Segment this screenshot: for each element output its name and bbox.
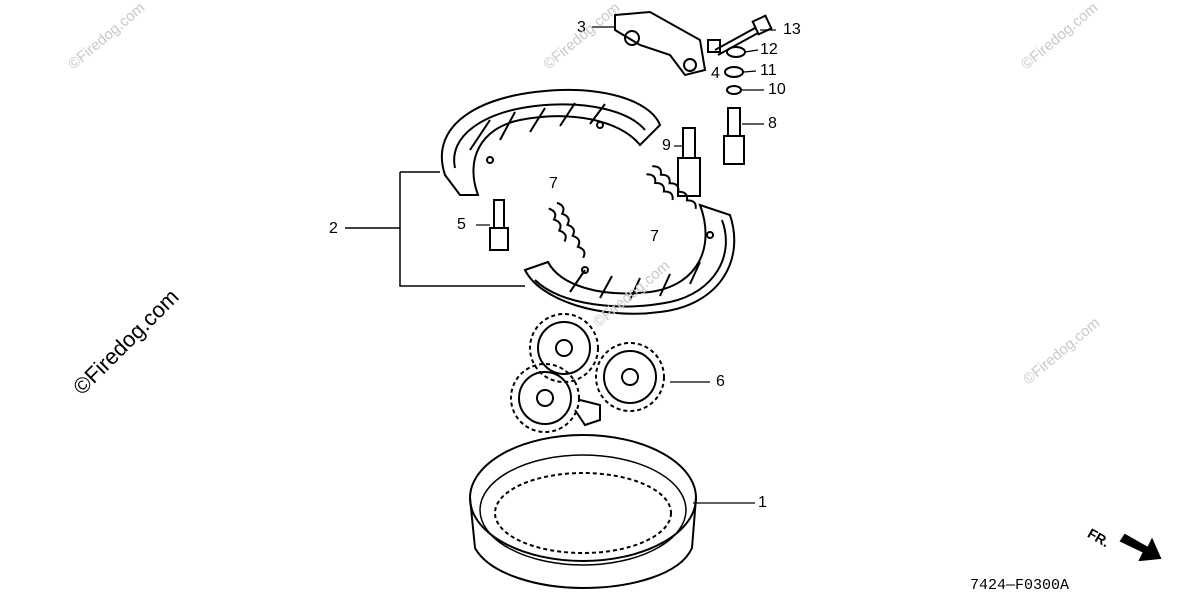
washer-12 bbox=[726, 46, 746, 58]
planetary-gear-set bbox=[510, 313, 665, 433]
callout-11: 11 bbox=[760, 62, 777, 79]
callout-8: 8 bbox=[768, 115, 777, 132]
callout-3: 3 bbox=[577, 19, 586, 36]
brake-lever bbox=[614, 10, 707, 77]
callout-5: 5 bbox=[457, 216, 466, 233]
pin-8 bbox=[723, 107, 745, 165]
callout-7b: 7 bbox=[650, 228, 659, 245]
callout-1: 1 bbox=[758, 494, 767, 511]
bolt-13 bbox=[714, 14, 773, 56]
spring-right bbox=[646, 165, 697, 209]
spring-left bbox=[548, 201, 586, 259]
stud-5 bbox=[489, 199, 509, 251]
callout-7a: 7 bbox=[549, 175, 558, 192]
callout-9: 9 bbox=[662, 137, 671, 154]
callout-10: 10 bbox=[768, 81, 786, 98]
nut-11 bbox=[724, 66, 744, 78]
callout-12: 12 bbox=[760, 41, 778, 58]
callout-4: 4 bbox=[711, 65, 720, 82]
diagram-code: 7424—F0300A bbox=[970, 577, 1070, 594]
callout-6: 6 bbox=[716, 373, 725, 390]
brake-shoe-upper bbox=[440, 88, 662, 196]
pin-9 bbox=[677, 127, 701, 197]
ring-gear bbox=[469, 434, 697, 590]
callout-2: 2 bbox=[329, 220, 338, 237]
callout-13: 13 bbox=[783, 21, 801, 38]
washer-10 bbox=[726, 85, 742, 95]
square-nut-4 bbox=[707, 39, 721, 53]
front-arrow-icon bbox=[1119, 533, 1162, 562]
brake-shoe-lower bbox=[523, 203, 736, 315]
